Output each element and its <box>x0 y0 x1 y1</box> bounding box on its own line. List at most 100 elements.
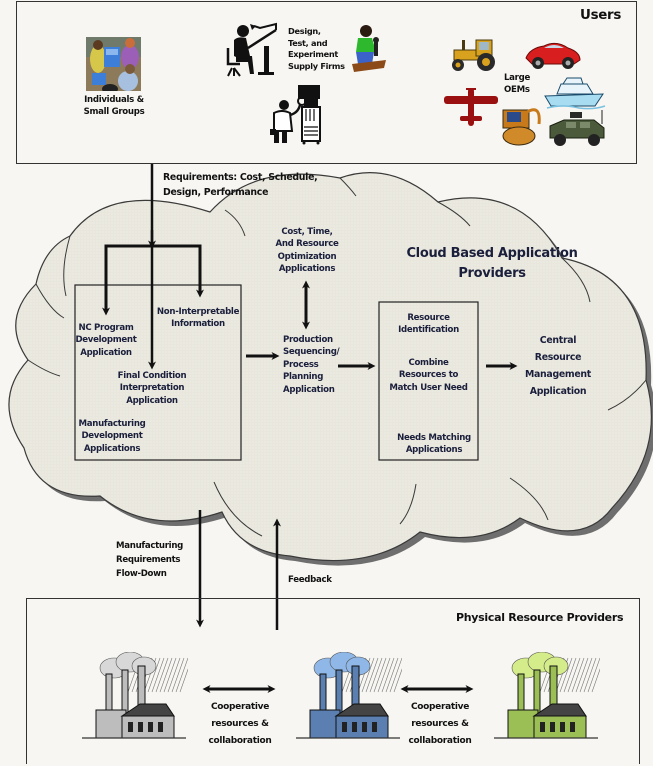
nc-program-label: NC Program Development Application <box>74 322 138 359</box>
collaboration-label-line: Cooperative <box>410 702 470 712</box>
non-interpretable-label: Non-Interpretable Information <box>156 306 240 331</box>
hatch-line <box>159 657 173 693</box>
manufacturing-development-label: Manufacturing Development Applications <box>78 418 146 455</box>
flow-down-label-line: Requirements <box>116 555 181 565</box>
hatch-line <box>179 668 188 693</box>
factory-gray <box>78 652 188 742</box>
optimization-label-line: Cost, Time, <box>281 227 333 237</box>
people-meeting-icon <box>86 37 141 91</box>
physical-panel-title: Physical Resource Providers <box>456 611 624 624</box>
hatch-line <box>575 657 589 693</box>
flow-down-label-line: Manufacturing <box>116 541 183 551</box>
combine-resources-label-line: Match User Need <box>389 382 468 393</box>
optimization-label-line: Optimization <box>277 251 337 262</box>
factory-gray-icon <box>82 652 188 739</box>
collaboration-label-line: collaboration <box>408 736 472 746</box>
production-label-line: Sequencing/ <box>283 347 340 358</box>
tractor-icon <box>448 34 498 72</box>
nc-program-label-line: Development <box>75 335 137 346</box>
window <box>148 722 153 732</box>
needs-matching-label-line: Needs Matching <box>397 433 471 443</box>
non-interpretable-label-line: Non-Interpretable <box>156 307 240 317</box>
non-interpretable-label-line: Information <box>171 319 225 330</box>
hatch-line <box>369 657 383 693</box>
collaboration-label-line: collaboration <box>208 736 272 746</box>
cloud-scallop-lines <box>27 177 647 537</box>
window <box>138 722 143 732</box>
hatch-line <box>155 657 169 693</box>
nc-program-label-line: NC Program <box>78 323 134 333</box>
large-oems-label-line: Large <box>504 73 530 83</box>
hatch-line <box>147 657 161 693</box>
hatch-line <box>587 657 600 693</box>
military-vehicle-icon <box>546 110 608 148</box>
collaboration-label-line: Cooperative <box>210 702 270 712</box>
collaboration-label-line: resources & <box>411 719 469 729</box>
central-resource-label: Central Resource Management Application <box>518 332 598 400</box>
large-oems-label: Large OEMs <box>504 72 530 97</box>
manufacturing-box <box>74 284 242 461</box>
hatch-line <box>583 657 597 693</box>
roof <box>334 703 389 717</box>
lab-technician-icon <box>262 85 322 149</box>
requirements-label-line: Requirements: Cost, Schedule, <box>163 172 318 183</box>
hatch-line <box>171 657 185 693</box>
design-test-label-line: Test, and <box>288 37 328 48</box>
cloud-title-line: Providers <box>458 266 526 281</box>
hatch-line <box>571 657 585 693</box>
manufacturing-development-label-line: Development <box>81 431 143 442</box>
production-label-line: Production <box>283 335 333 345</box>
window <box>352 722 357 732</box>
window <box>362 722 367 732</box>
window <box>158 722 163 732</box>
final-condition-label-line: Final Condition <box>117 371 187 381</box>
hatch-line <box>167 657 181 693</box>
factory-green <box>490 652 600 742</box>
production-label-line: Process <box>283 359 319 370</box>
production-label: Production Sequencing/ Process Planning … <box>283 334 340 396</box>
hatch-line <box>385 657 399 693</box>
roof <box>532 703 587 717</box>
requirements-label-line: Design, Performance <box>163 187 269 198</box>
factory-blue <box>292 652 402 742</box>
needs-matching-box <box>378 301 479 461</box>
cloud-shape <box>8 172 652 562</box>
hatch-line <box>591 668 600 693</box>
flow-down-label-line: Flow-Down <box>116 569 167 579</box>
window <box>342 722 347 732</box>
design-test-label-line: Supply Firms <box>288 60 345 71</box>
collaboration-label-right: Cooperative resources & collaboration <box>400 699 480 750</box>
requirements-label: Requirements: Cost, Schedule, Design, Pe… <box>163 170 318 200</box>
physical-resource-panel <box>26 598 640 764</box>
yacht-icon <box>543 76 607 110</box>
combine-resources-label-line: Combine <box>408 358 449 368</box>
central-resource-label-line: Resource <box>534 352 582 363</box>
hatch-line <box>151 657 165 693</box>
optimization-label: Cost, Time, And Resource Optimization Ap… <box>262 226 352 276</box>
hatch-line <box>163 657 177 693</box>
resource-identification-label-line: Identification <box>398 325 459 336</box>
hatch-line <box>381 657 395 693</box>
needs-matching-label-line: Applications <box>405 445 463 456</box>
final-condition-label-line: Interpretation <box>119 383 185 394</box>
collaboration-label-line: resources & <box>211 719 269 729</box>
window <box>128 722 133 732</box>
branch-connector <box>104 244 202 306</box>
large-oems-label-line: OEMs <box>504 85 530 96</box>
feedback-label: Feedback <box>288 575 332 585</box>
users-panel-title: Users <box>580 8 621 23</box>
design-test-label-line: Experiment <box>288 49 338 60</box>
hatch-line <box>373 657 387 693</box>
manufacturing-development-label-line: Applications <box>83 443 141 454</box>
building-left <box>95 709 127 739</box>
design-test-label-line: Design, <box>288 26 321 36</box>
hatch-line <box>175 657 188 693</box>
window <box>540 722 545 732</box>
production-label-line: Planning <box>283 372 324 383</box>
flow-down-label: Manufacturing Requirements Flow-Down <box>116 539 183 581</box>
optimization-label-line: Applications <box>278 264 336 275</box>
individuals-label: Individuals & Small Groups <box>78 94 150 119</box>
drafting-engineer-icon <box>224 20 280 80</box>
scientist-microscope-icon <box>352 24 386 76</box>
window <box>372 722 377 732</box>
